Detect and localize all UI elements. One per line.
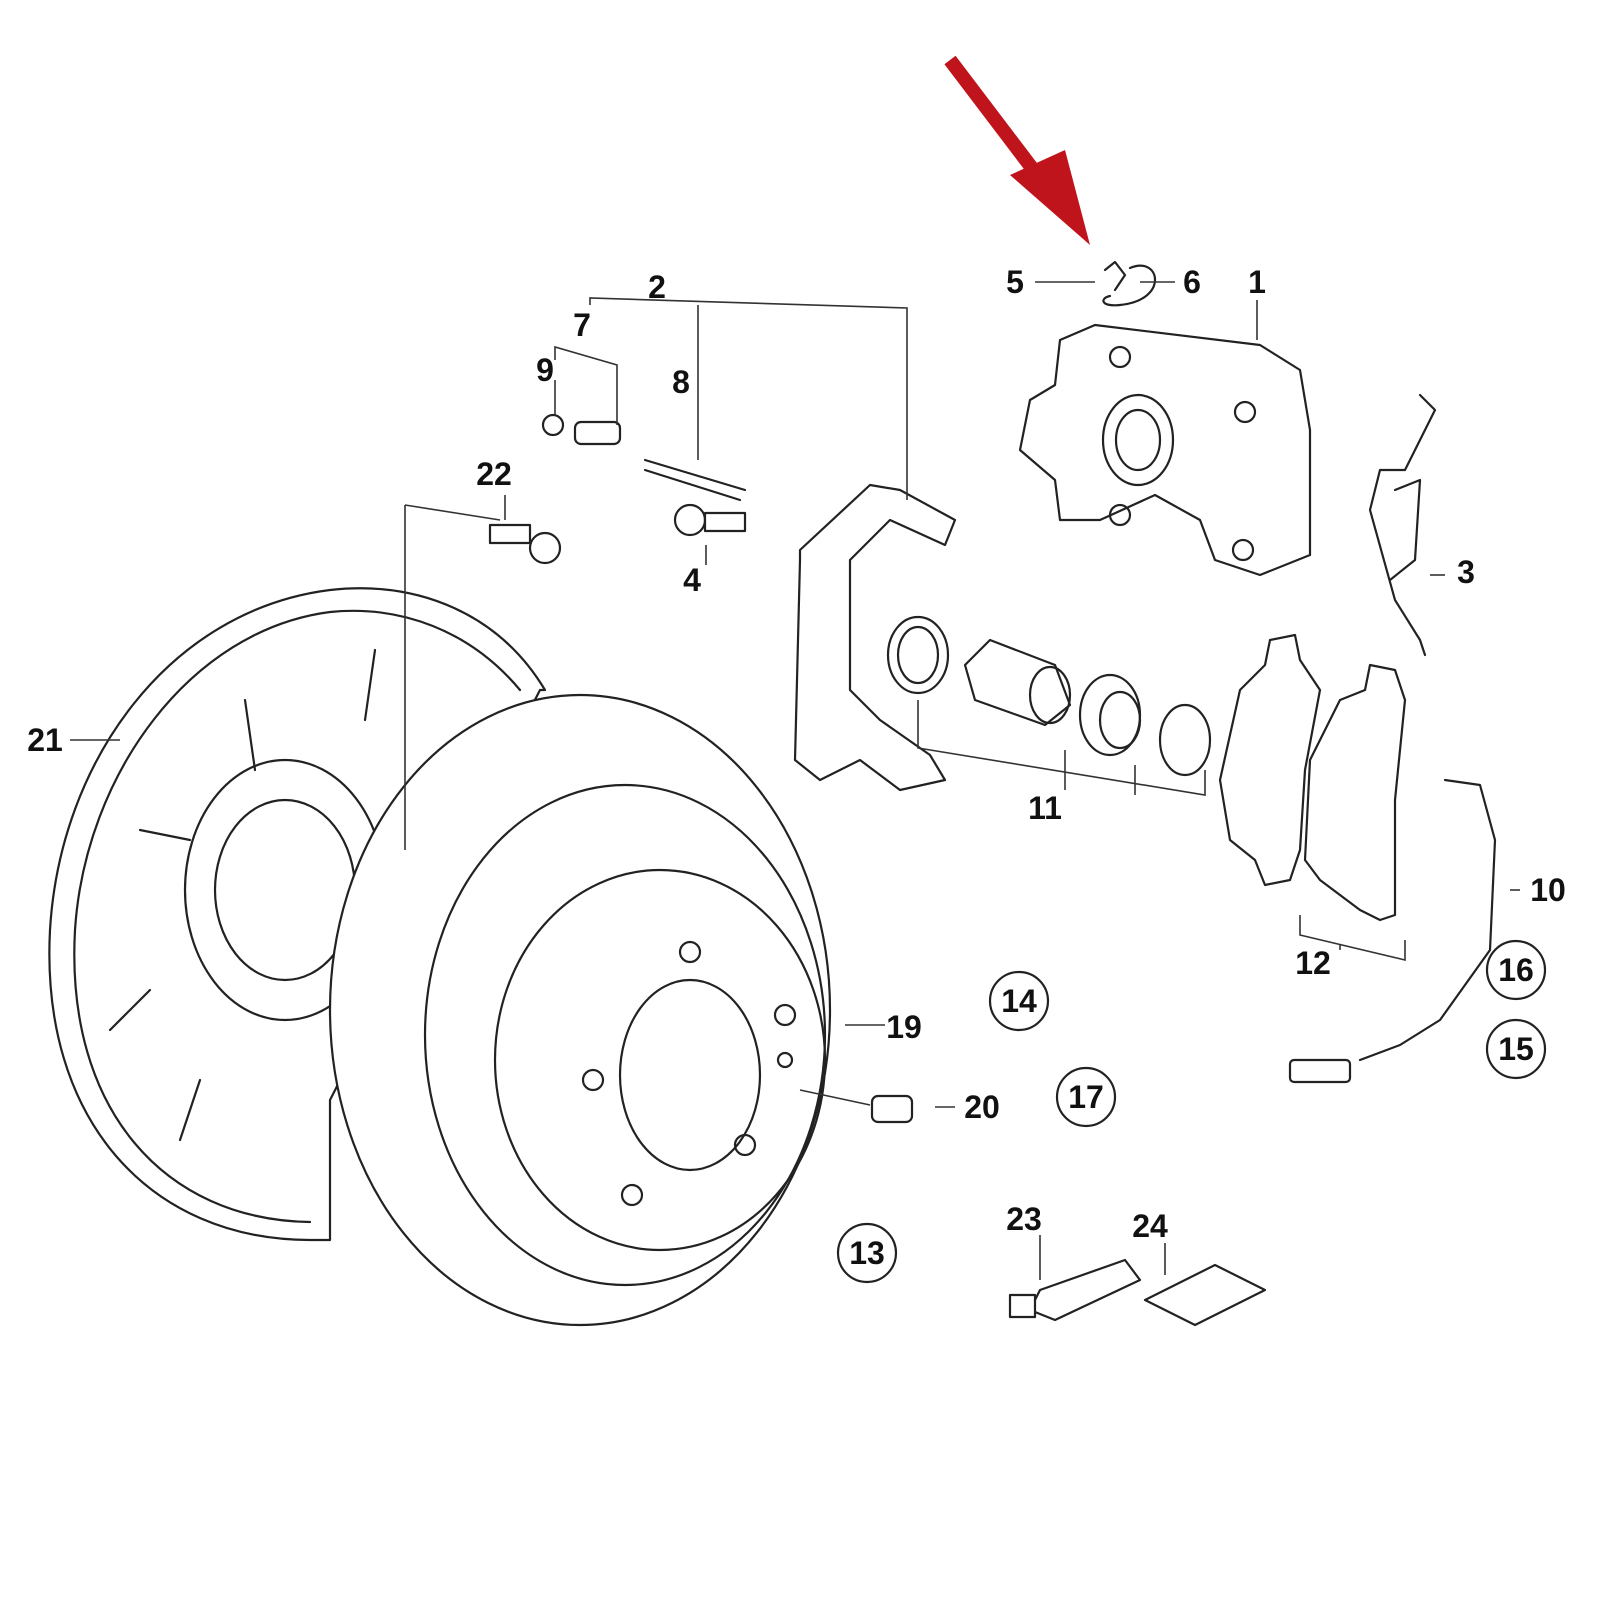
- circled-label-16: 16: [1485, 939, 1547, 1001]
- leader-lines: [70, 281, 1520, 1280]
- circled-label-15-text: 15: [1498, 1031, 1534, 1067]
- brake-disc: [328, 693, 832, 1327]
- circled-label-14: 14: [988, 970, 1050, 1032]
- circled-label-16-text: 16: [1498, 952, 1534, 988]
- label-9: 9: [536, 352, 554, 388]
- brake-caliper: [1018, 323, 1312, 577]
- label-21: 21: [27, 722, 63, 758]
- label-20: 20: [964, 1089, 1000, 1125]
- label-12: 12: [1295, 945, 1331, 981]
- wear-sensor: [1288, 778, 1497, 1084]
- brake-pads: [1218, 633, 1407, 922]
- label-1: 1: [1248, 264, 1266, 300]
- label-22: 22: [476, 456, 512, 492]
- label-10: 10: [1530, 872, 1566, 908]
- circled-label-15: 15: [1485, 1018, 1547, 1080]
- pointer-arrow: [944, 55, 1090, 245]
- label-7: 7: [573, 307, 591, 343]
- spring-clip: [1368, 393, 1437, 657]
- splash-shield: [48, 587, 547, 1242]
- small-parts: [488, 260, 1267, 1327]
- caliper-carrier: [793, 483, 957, 792]
- circled-label-17-text: 17: [1068, 1079, 1104, 1115]
- circled-label-13: 13: [836, 1222, 898, 1284]
- label-4: 4: [683, 562, 701, 598]
- label-19: 19: [886, 1009, 922, 1045]
- circled-label-17: 17: [1055, 1066, 1117, 1128]
- label-5: 5: [1006, 264, 1024, 300]
- label-2: 2: [648, 269, 666, 305]
- circled-label-14-text: 14: [1001, 983, 1037, 1019]
- piston-kit: [886, 615, 1212, 777]
- label-11: 11: [1028, 790, 1062, 826]
- circled-label-13-text: 13: [849, 1235, 885, 1271]
- label-23: 23: [1006, 1201, 1042, 1237]
- label-3: 3: [1457, 554, 1475, 590]
- label-8: 8: [672, 364, 690, 400]
- label-24: 24: [1132, 1208, 1168, 1244]
- label-6: 6: [1183, 264, 1201, 300]
